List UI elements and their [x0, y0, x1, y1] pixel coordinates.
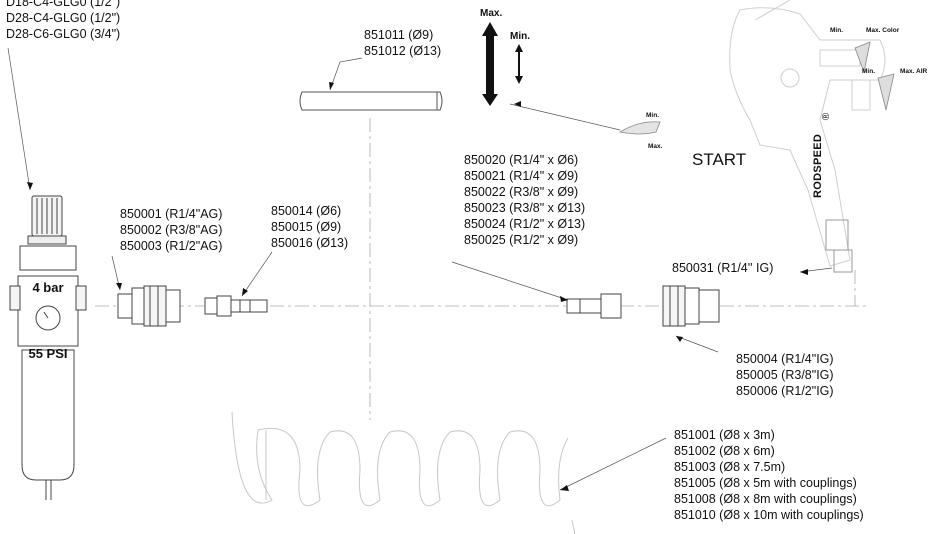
- start-label: START: [692, 150, 747, 169]
- coupling-ag-code: 850003 (R1/2"AG): [120, 239, 223, 253]
- air-min-label: Min.: [862, 68, 875, 75]
- spiral-hose-code: 851001 (Ø8 x 3m): [674, 428, 775, 442]
- coupling-ig: [662, 285, 720, 327]
- regulator-code: D28-C6-GLG0 (3/4"): [6, 27, 121, 41]
- regulator-codes: D18-C4-GLG0 (1/2") D28-C4-GLG0 (1/2") D2…: [6, 0, 120, 42]
- coupling-ag-codes: 850001 (R1/4"AG) 850002 (R3/8"AG) 850003…: [120, 206, 222, 254]
- pressure-bar-label: 4 bar: [32, 280, 64, 295]
- color-min-label: Min.: [830, 27, 843, 34]
- hose-tail-code: 850014 (Ø6): [271, 204, 342, 218]
- max-min-arrow: [482, 22, 498, 106]
- spiral-hose-code: 851008 (Ø8 x 8m with couplings): [674, 492, 857, 506]
- air-max-label: Max. AIR: [900, 68, 928, 75]
- spiral-hose-code: 851005 (Ø8 x 5m with couplings): [674, 476, 857, 490]
- coupling-ag: [117, 285, 181, 327]
- spiral-hose-code: 851010 (Ø8 x 10m with couplings): [674, 508, 864, 522]
- nipple-code: 850022 (R3/8" x Ø9): [464, 185, 579, 199]
- spiral-hose-code: 851003 (Ø8 x 7.5m): [674, 460, 786, 474]
- max-label: Max.: [480, 8, 503, 19]
- coupling-ag-code: 850002 (R3/8"AG): [120, 223, 223, 237]
- color-knob: [854, 41, 871, 74]
- straight-hose-code: 851012 (Ø13): [364, 44, 442, 58]
- leader-arrowheads: [27, 82, 808, 491]
- coupling-ig-code: 850004 (R1/4"IG): [736, 352, 834, 366]
- straight-hose-code: 851011 (Ø9): [364, 28, 434, 42]
- coupling-ag-code: 850001 (R1/4"AG): [120, 207, 223, 221]
- regulator-code: D28-C4-GLG0 (1/2"): [6, 11, 121, 25]
- filter-regulator: [9, 195, 87, 500]
- nipple-code: 850023 (R3/8" x Ø13): [464, 201, 586, 215]
- gun-nipple-code: 850031 (R1/4'' IG): [672, 261, 774, 275]
- coupling-ig-codes: 850004 (R1/4"IG) 850005 (R3/8"IG) 850006…: [736, 351, 834, 399]
- spray-gun: [729, 0, 886, 273]
- hose-tail-code: 850016 (Ø13): [271, 236, 349, 250]
- coupling-ig-code: 850005 (R3/8"IG): [736, 368, 834, 382]
- spiral-hose-code: 851002 (Ø8 x 6m): [674, 444, 775, 458]
- pressure-psi-label: 55 PSI: [28, 346, 68, 361]
- nipple-code: 850021 (R1/4" x Ø9): [464, 169, 579, 183]
- trigger-knob: [618, 121, 661, 135]
- straight-hose-codes: 851011 (Ø9) 851012 (Ø13): [364, 27, 441, 59]
- min-arrow: [515, 44, 523, 84]
- hose-tail-codes: 850014 (Ø6) 850015 (Ø9) 850016 (Ø13): [271, 203, 348, 251]
- leader-lines: [7, 47, 833, 491]
- nipple-codes: 850020 (R1/4" x Ø6) 850021 (R1/4" x Ø9) …: [464, 152, 585, 248]
- trigger-min-label: Min.: [646, 112, 659, 119]
- brand-label: RODSPEED: [812, 133, 824, 198]
- color-max-label: Max. Color: [866, 27, 900, 34]
- trigger-max-label: Max.: [648, 143, 663, 150]
- nipple-code: 850020 (R1/4" x Ø6): [464, 153, 579, 167]
- spiral-hose-codes: 851001 (Ø8 x 3m) 851002 (Ø8 x 6m) 851003…: [674, 427, 864, 523]
- registered-mark: ®: [821, 112, 833, 121]
- nipple-fitting: [566, 293, 622, 319]
- nipple-code: 850024 (R1/2" x Ø13): [464, 217, 586, 231]
- straight-hose: [299, 91, 443, 111]
- regulator-code: D18-C4-GLG0 (1/2"): [6, 0, 121, 9]
- coupling-ig-code: 850006 (R1/2"IG): [736, 384, 834, 398]
- min-label: Min.: [510, 31, 530, 42]
- hose-tail: [204, 295, 268, 317]
- air-knob: [877, 73, 895, 111]
- nipple-code: 850025 (R1/2" x Ø9): [464, 233, 579, 247]
- hose-tail-code: 850015 (Ø9): [271, 220, 342, 234]
- spiral-hose: [231, 411, 576, 534]
